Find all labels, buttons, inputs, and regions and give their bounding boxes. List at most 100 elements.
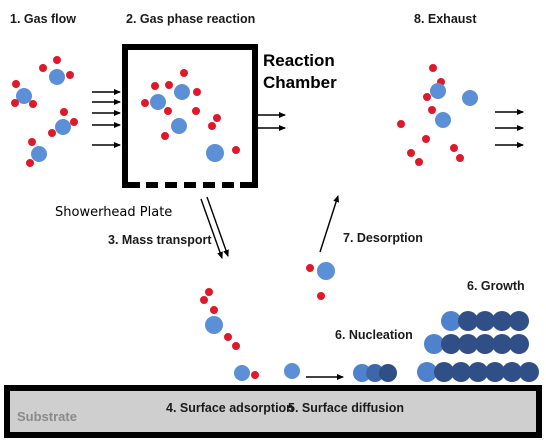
ligand-atom: [26, 159, 34, 167]
ligand-atom: [164, 107, 172, 115]
desorbing-molecule: [306, 262, 335, 300]
film-atom: [458, 311, 478, 331]
ligand-atom: [429, 64, 437, 72]
gas-flow-molecules: [11, 56, 78, 167]
substrate: [4, 385, 542, 438]
exhaust-molecules: [397, 64, 478, 166]
film-atom: [441, 334, 461, 354]
ligand-atom: [11, 99, 19, 107]
label-growth: 6. Growth: [467, 279, 525, 293]
film-atom: [509, 311, 529, 331]
film-atom: [492, 311, 512, 331]
adsorbed-molecules: [234, 363, 300, 381]
ligand-atom: [53, 56, 61, 64]
film-atom: [468, 362, 488, 382]
ligand-atom: [200, 296, 208, 304]
chamber-outflow-arrows: [258, 112, 286, 131]
precursor-atom: [317, 262, 335, 280]
precursor-atom: [150, 94, 166, 110]
film-atom: [475, 311, 495, 331]
film-atom: [509, 334, 529, 354]
ligand-atom: [397, 120, 405, 128]
film-atom: [492, 334, 512, 354]
ligand-atom: [12, 80, 20, 88]
ligand-atom: [205, 288, 213, 296]
precursor-atom: [284, 363, 300, 379]
ligand-atom: [232, 146, 240, 154]
precursor-atom: [234, 365, 250, 381]
ligand-atom: [66, 71, 74, 79]
label-showerhead-plate: Showerhead Plate: [55, 205, 172, 220]
precursor-atom: [430, 83, 446, 99]
ligand-atom: [39, 64, 47, 72]
ligand-atom: [407, 149, 415, 157]
film-atom: [451, 362, 471, 382]
ligand-atom: [192, 107, 200, 115]
ligand-atom: [450, 144, 458, 152]
film-atom: [485, 362, 505, 382]
film-atom: [475, 334, 495, 354]
ligand-atom: [48, 129, 56, 137]
label-gas-flow: 1. Gas flow: [10, 12, 76, 26]
ligand-atom: [317, 292, 325, 300]
label-nucleation: 6. Nucleation: [335, 328, 413, 342]
film-atom: [502, 362, 522, 382]
ligand-atom: [213, 114, 221, 122]
label-mass-transport: 3. Mass transport: [108, 233, 212, 247]
ligand-atom: [251, 371, 259, 379]
film-atom: [458, 334, 478, 354]
desorption-arrow: [319, 195, 340, 253]
film-atom: [434, 362, 454, 382]
exhaust-arrows: [495, 109, 524, 148]
precursor-atom: [49, 69, 65, 85]
label-surface-diffusion: 5. Surface diffusion: [288, 401, 404, 415]
label-surface-adsorption: 4. Surface adsorption: [166, 401, 294, 415]
precursor-atom: [206, 144, 224, 162]
ligand-atom: [180, 69, 188, 77]
precursor-atom: [435, 112, 451, 128]
ligand-atom: [29, 100, 37, 108]
chamber-molecules: [141, 69, 240, 162]
ligand-atom: [151, 82, 159, 90]
precursor-atom: [31, 146, 47, 162]
film-atom: [519, 362, 539, 382]
transport-molecules: [200, 288, 240, 350]
ligand-atom: [60, 108, 68, 116]
label-substrate: Substrate: [17, 409, 77, 424]
precursor-atom: [205, 316, 223, 334]
film-atom: [379, 364, 397, 382]
precursor-atom: [55, 119, 71, 135]
precursor-atom: [462, 90, 478, 106]
ligand-atom: [428, 106, 436, 114]
inflow-arrows: [92, 89, 121, 148]
film-atom: [424, 334, 444, 354]
label-gas-phase-reaction: 2. Gas phase reaction: [126, 12, 255, 26]
precursor-atom: [171, 118, 187, 134]
label-reaction-chamber-line2: Chamber: [263, 73, 337, 92]
ligand-atom: [165, 81, 173, 89]
film-atom: [366, 364, 384, 382]
growth-film: [417, 311, 539, 382]
precursor-atom: [16, 88, 32, 104]
film-atom: [441, 311, 461, 331]
film-atom: [353, 364, 371, 382]
ligand-atom: [210, 306, 218, 314]
label-desorption: 7. Desorption: [343, 231, 423, 245]
ligand-atom: [161, 132, 169, 140]
label-reaction-chamber-line1: Reaction: [263, 51, 335, 70]
ligand-atom: [423, 93, 431, 101]
film-atom: [417, 362, 437, 382]
precursor-atom: [174, 84, 190, 100]
reaction-chamber: [122, 44, 258, 188]
ligand-atom: [70, 118, 78, 126]
label-exhaust: 8. Exhaust: [414, 12, 477, 26]
ligand-atom: [422, 135, 430, 143]
ligand-atom: [141, 99, 149, 107]
ligand-atom: [208, 122, 216, 130]
ligand-atom: [224, 333, 232, 341]
ligand-atom: [193, 88, 201, 96]
ligand-atom: [232, 342, 240, 350]
nucleation-cluster: [353, 364, 397, 382]
ligand-atom: [28, 138, 36, 146]
